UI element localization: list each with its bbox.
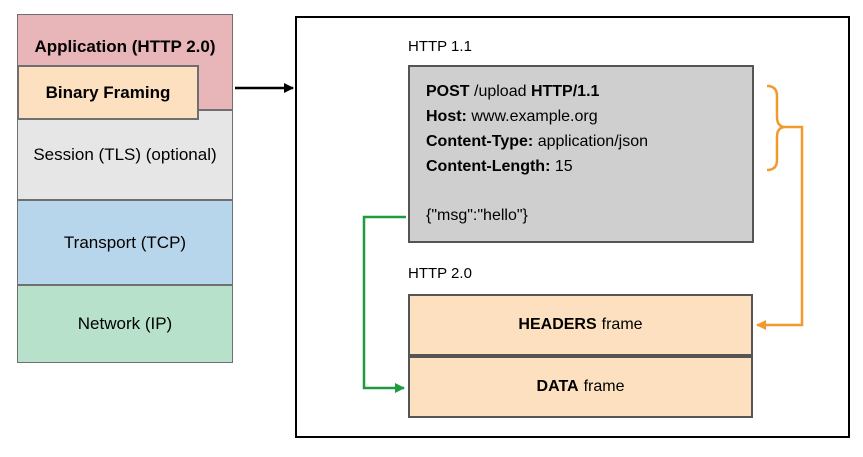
session-layer-label: Session (TLS) (optional) [33, 145, 217, 164]
request-method: POST [426, 83, 470, 100]
detail-frame [295, 16, 850, 438]
data-frame-word: frame [583, 378, 625, 395]
network-layer: Network (IP) [17, 285, 233, 363]
http11-label: HTTP 1.1 [408, 38, 472, 55]
network-layer-label: Network (IP) [77, 314, 173, 333]
request-version: HTTP/1.1 [530, 83, 600, 100]
header-value: www.example.org [466, 108, 598, 125]
headers-frame-type: HEADERS [518, 316, 597, 333]
headers-brace [766, 84, 785, 172]
data-arrow [362, 215, 406, 393]
http11-request: POST /upload HTTP/1.1 Host: www.example.… [408, 65, 754, 243]
data-frame-type: DATA [536, 378, 579, 395]
session-layer: Session (TLS) (optional) [17, 110, 233, 200]
binary-framing-layer: Binary Framing [17, 65, 199, 120]
header-value: 15 [550, 158, 573, 175]
request-line: POST /upload HTTP/1.1 [426, 79, 736, 104]
header-name: Host: [426, 108, 467, 125]
header-line: Content-Type: application/json [426, 129, 736, 154]
transport-layer: Transport (TCP) [17, 200, 233, 285]
transport-layer-label: Transport (TCP) [63, 232, 187, 252]
header-line: Host: www.example.org [426, 104, 736, 129]
request-path: /upload [469, 83, 531, 100]
headers-arrow [756, 125, 804, 330]
header-name: Content-Type: [426, 133, 534, 150]
request-body: {"msg":"hello"} [426, 207, 528, 224]
header-name: Content-Length: [426, 158, 551, 175]
header-line: Content-Length: 15 [426, 154, 736, 179]
header-value: application/json [533, 133, 648, 150]
binary-framing-label: Binary Framing [45, 82, 171, 102]
application-layer-label: Application (HTTP 2.0) [34, 37, 216, 56]
http20-label: HTTP 2.0 [408, 265, 472, 282]
headers-frame-word: frame [601, 316, 643, 333]
